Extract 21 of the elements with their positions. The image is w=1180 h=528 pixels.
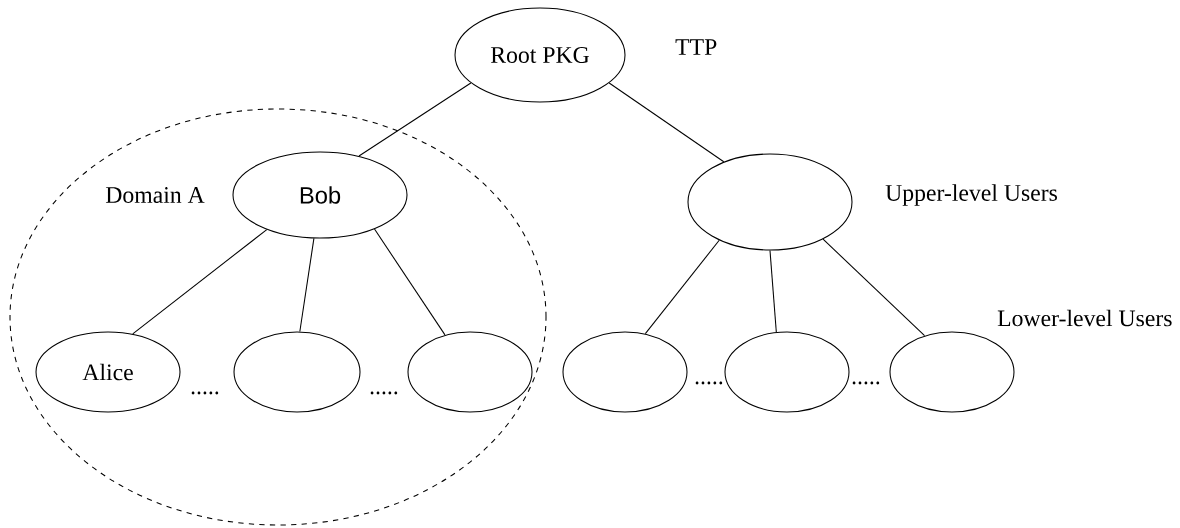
- node-ellipse: [687, 153, 853, 251]
- node-ellipse: [889, 331, 1015, 413]
- node-ellipse: [562, 331, 688, 413]
- connector-line: [769, 250, 777, 333]
- group-label: Lower-level Users: [997, 309, 1172, 327]
- ellipsis: .....: [191, 391, 219, 395]
- ellipsis: .....: [370, 391, 398, 395]
- connector-line: [299, 237, 315, 333]
- node-ellipse: [724, 331, 850, 413]
- node-caption: Upper-level Users: [885, 184, 1057, 206]
- connector-line: [822, 238, 926, 337]
- node-ellipse: [233, 331, 361, 413]
- node-ellipse: [407, 331, 533, 413]
- connector-line: [358, 82, 472, 157]
- connector-line: [374, 228, 446, 336]
- ellipsis: .....: [695, 381, 723, 385]
- connector-line: [132, 229, 268, 335]
- connector-line: [644, 239, 720, 335]
- ellipsis: .....: [852, 381, 880, 385]
- connector-line: [608, 82, 725, 163]
- node-caption: TTP: [675, 39, 717, 55]
